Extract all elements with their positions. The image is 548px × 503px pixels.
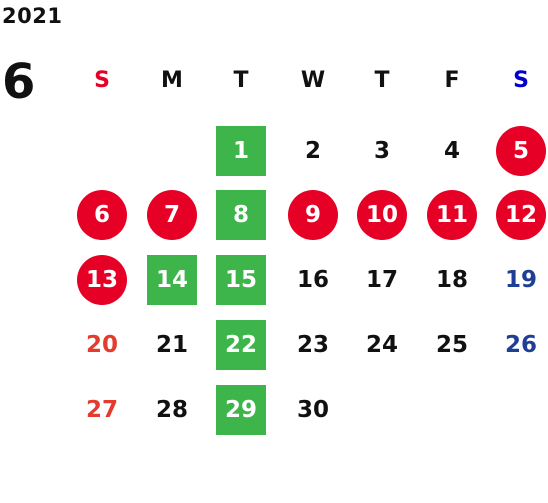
weekday-sun: S <box>94 68 110 93</box>
day-cell-10[interactable]: 10 <box>357 190 407 240</box>
weekday-fri: F <box>444 68 460 93</box>
day-cell-18[interactable]: 18 <box>435 267 468 293</box>
day-cell-12[interactable]: 12 <box>496 190 546 240</box>
month-label: 6 <box>2 54 36 110</box>
day-cell-30[interactable]: 30 <box>296 397 329 423</box>
weekday-thu: T <box>374 68 390 93</box>
day-cell-29[interactable]: 29 <box>216 385 266 435</box>
day-cell-24[interactable]: 24 <box>365 332 398 358</box>
day-cell-8[interactable]: 8 <box>216 190 266 240</box>
day-cell-3[interactable]: 3 <box>373 138 390 164</box>
weekday-tue: T <box>233 68 249 93</box>
day-cell-7[interactable]: 7 <box>147 190 197 240</box>
day-cell-17[interactable]: 17 <box>365 267 398 293</box>
year-label: 2021 <box>2 4 63 28</box>
day-cell-19[interactable]: 19 <box>504 267 537 293</box>
day-cell-25[interactable]: 25 <box>435 332 468 358</box>
day-cell-23[interactable]: 23 <box>296 332 329 358</box>
weekday-mon: M <box>161 68 183 93</box>
day-cell-15[interactable]: 15 <box>216 255 266 305</box>
day-cell-4[interactable]: 4 <box>443 138 460 164</box>
day-cell-21[interactable]: 21 <box>155 332 188 358</box>
day-cell-1[interactable]: 1 <box>216 126 266 176</box>
day-cell-20[interactable]: 20 <box>85 332 118 358</box>
day-cell-16[interactable]: 16 <box>296 267 329 293</box>
day-cell-9[interactable]: 9 <box>288 190 338 240</box>
day-cell-5[interactable]: 5 <box>496 126 546 176</box>
day-cell-26[interactable]: 26 <box>504 332 537 358</box>
day-cell-14[interactable]: 14 <box>147 255 197 305</box>
day-cell-13[interactable]: 13 <box>77 255 127 305</box>
weekday-wed: W <box>300 68 326 93</box>
day-cell-11[interactable]: 11 <box>427 190 477 240</box>
day-cell-22[interactable]: 22 <box>216 320 266 370</box>
day-cell-28[interactable]: 28 <box>155 397 188 423</box>
day-cell-6[interactable]: 6 <box>77 190 127 240</box>
day-cell-27[interactable]: 27 <box>85 397 118 423</box>
weekday-sat: S <box>513 68 529 93</box>
day-cell-2[interactable]: 2 <box>304 138 321 164</box>
